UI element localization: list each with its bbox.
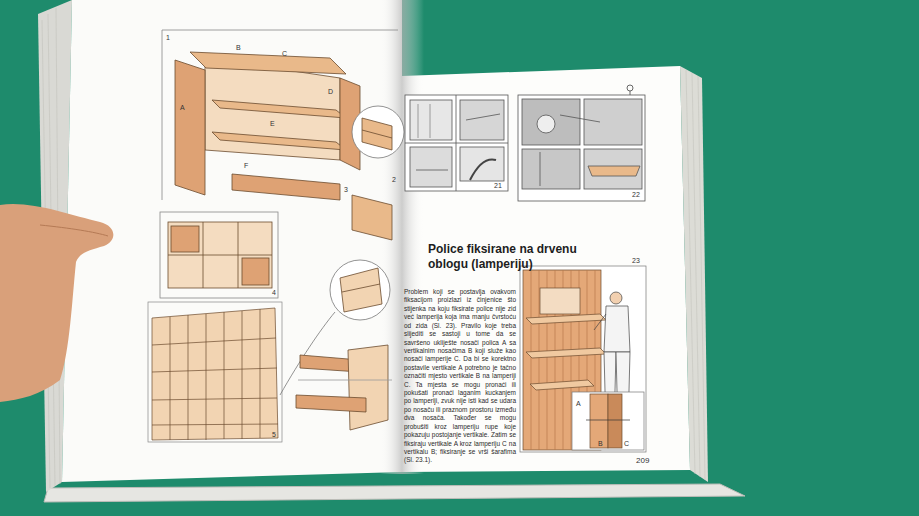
figure-number: 23 xyxy=(632,257,640,265)
figure-number: 21 xyxy=(494,182,502,190)
part-letter: C xyxy=(282,50,287,58)
figure-number: 22 xyxy=(632,191,640,199)
figure-number: 4 xyxy=(272,289,276,297)
part-letter: A xyxy=(576,400,581,408)
page-number: 209 xyxy=(636,456,649,465)
body-text: Problem koji se postavlja ovakvom fiksac… xyxy=(404,288,516,465)
part-letter: E xyxy=(270,120,275,128)
part-letter: D xyxy=(328,88,333,96)
figure-number: 1 xyxy=(166,34,170,42)
part-letter: A xyxy=(180,104,185,112)
figure-number: 2 xyxy=(392,176,396,184)
part-letter: B xyxy=(236,44,241,52)
part-letter: F xyxy=(244,162,248,170)
section-heading: Police fiksirane na drvenu oblogu (lampe… xyxy=(428,242,588,272)
figure-number: 3 xyxy=(344,186,348,194)
part-letter: B xyxy=(598,440,603,448)
figure-number: 5 xyxy=(272,431,276,439)
part-letter: C xyxy=(624,440,629,448)
